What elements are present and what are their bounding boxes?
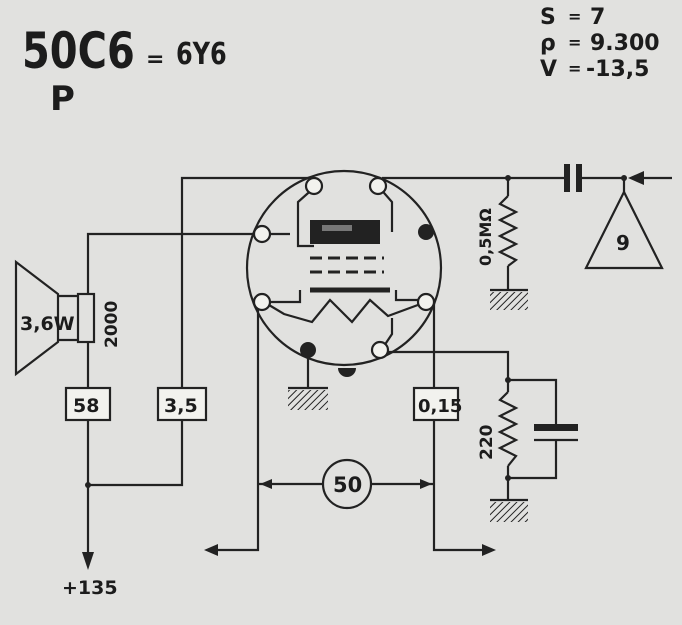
arrowheads [82, 171, 644, 570]
param-rho-sep: = [568, 33, 581, 52]
heater-voltage-label: 50 [333, 473, 362, 497]
param-v-value: -13,5 [586, 57, 649, 82]
loudspeaker: 3,6W 2000 [14, 259, 122, 377]
pin-plate-left [304, 176, 324, 196]
param-s-value: 7 [590, 5, 605, 30]
pin-heater-right [416, 292, 436, 312]
pin-heater-left [252, 292, 272, 312]
cathode-resistor-label: 220 [477, 424, 497, 460]
param-v-symbol: V [540, 57, 557, 82]
tube-type: P [50, 79, 75, 119]
heater-voltage-marker: 50 [321, 458, 373, 510]
cathode-capacitor [534, 424, 578, 442]
supply-voltage-label: +135 [62, 577, 118, 599]
tube-parameters: S = 7 ρ = 9.300 V = -13,5 [540, 5, 660, 82]
cathode-resistor: 220 [477, 391, 519, 467]
vacuum-tube [245, 169, 443, 388]
ground-cathode-icon [490, 498, 528, 522]
junction-dots [85, 175, 511, 488]
ground-tube-icon [288, 386, 328, 410]
input-stage: 9 [584, 175, 664, 270]
input-arrow-icon [628, 171, 644, 185]
tube-equivalent: 6Y6 [176, 37, 227, 71]
tube-name: 50C6 [22, 22, 135, 81]
equiv-separator: = [146, 47, 164, 72]
transformer-impedance-label: 2000 [102, 301, 122, 348]
pin-plate-right [368, 176, 388, 196]
pin-grid-ground [300, 342, 316, 358]
ground-grid-icon [490, 288, 528, 310]
grid-resistor-label: 0,5MΩ [476, 208, 495, 266]
dim-right-arrow-icon [420, 479, 432, 489]
box-58-label: 58 [73, 395, 99, 417]
coupling-capacitor [564, 164, 582, 192]
box-0-15-label: 0,15 [418, 396, 462, 417]
pin-cathode [370, 340, 390, 360]
heater-left-arrow-icon [204, 544, 218, 556]
ground-symbols [288, 288, 528, 522]
heater-right-arrow-icon [482, 544, 496, 556]
plate-electrode [310, 220, 380, 244]
box-58: 58 [64, 386, 112, 422]
pin-nc-right [418, 224, 434, 240]
box-0-15: 0,15 [412, 386, 462, 422]
key-notch [338, 368, 356, 377]
param-rho-symbol: ρ [540, 31, 556, 56]
param-v-sep: = [568, 59, 581, 78]
pin-screen-grid [252, 224, 272, 244]
grid-resistor: 0,5MΩ [476, 195, 519, 267]
param-s-symbol: S [540, 5, 556, 30]
speaker-power-label: 3,6W [20, 313, 75, 335]
box-3-5-label: 3,5 [164, 395, 198, 417]
input-stage-label: 9 [616, 231, 630, 255]
supply-arrow-icon [82, 552, 94, 570]
dim-left-arrow-icon [260, 479, 272, 489]
param-s-sep: = [568, 7, 581, 26]
param-rho-value: 9.300 [590, 31, 660, 56]
box-3-5: 3,5 [156, 386, 208, 422]
